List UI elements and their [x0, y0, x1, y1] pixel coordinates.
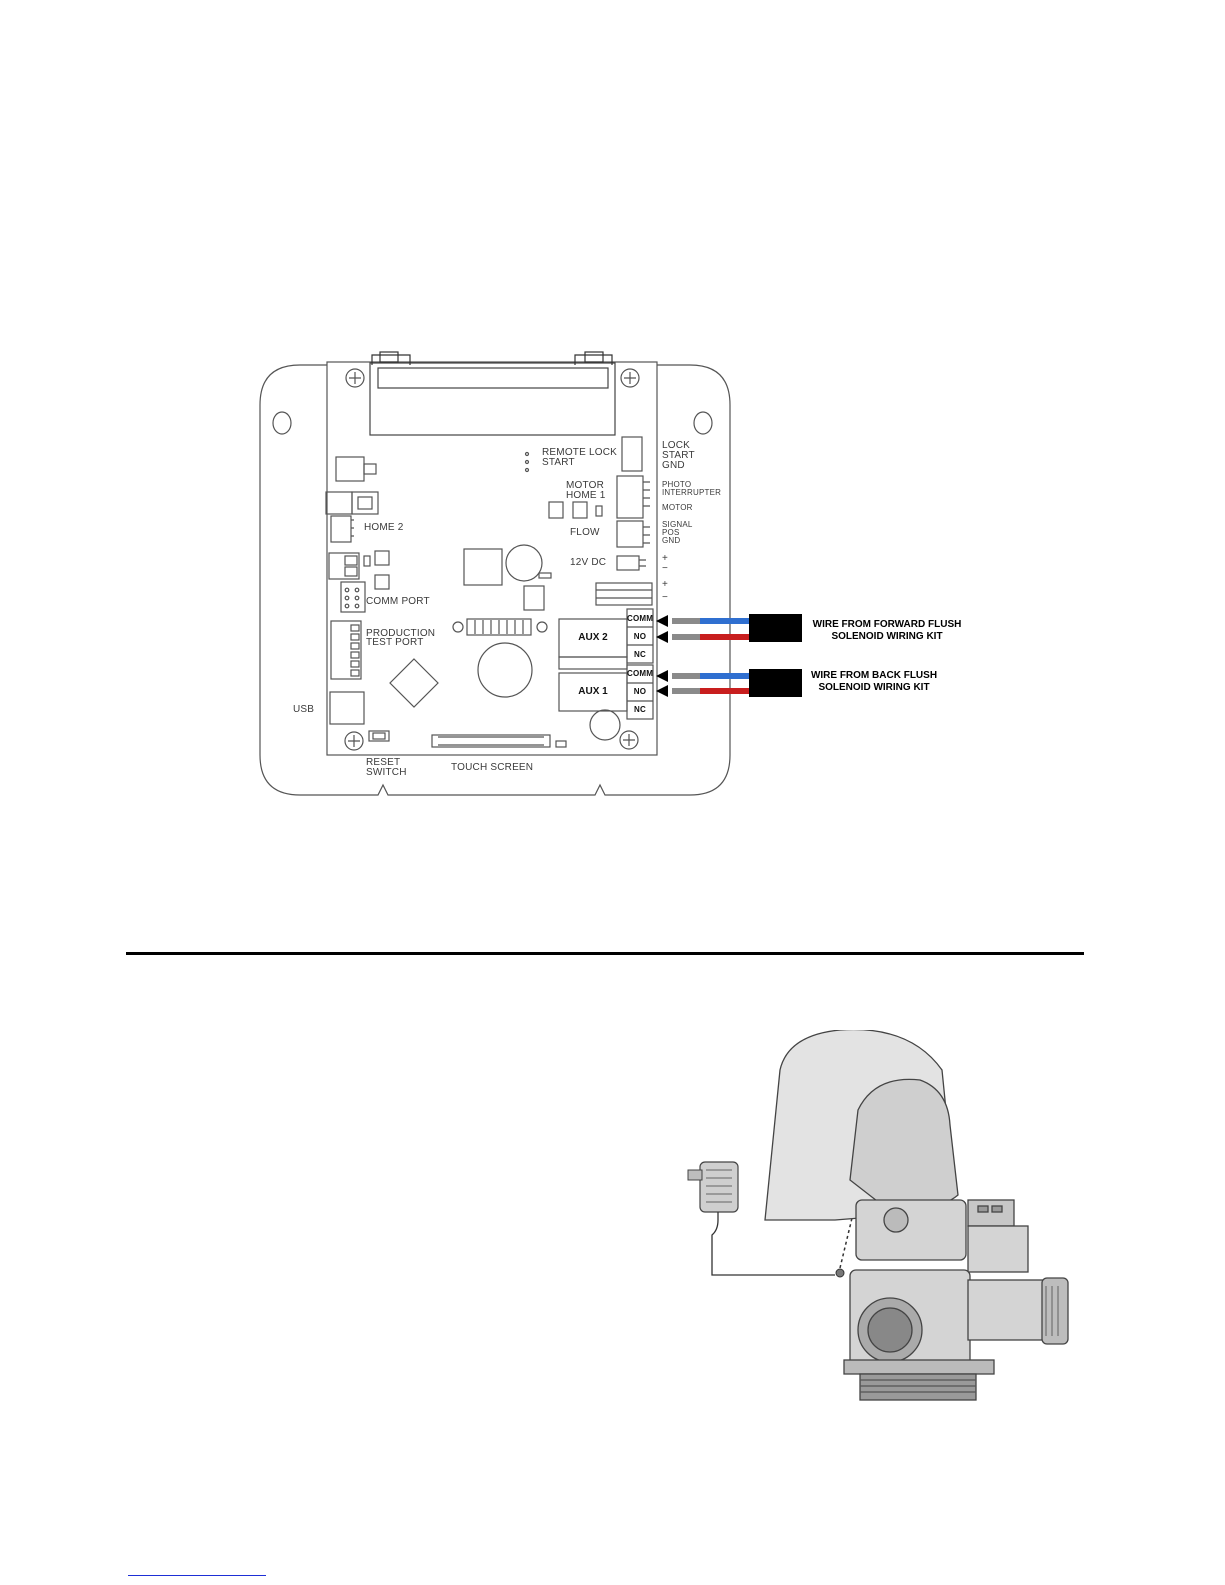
label-test-port: TEST PORT [366, 638, 424, 648]
label-home2: HOME 2 [364, 523, 404, 533]
label-comm-port: COMM PORT [366, 597, 430, 607]
valve-drawing [680, 1030, 1080, 1410]
label-minus-1: − [662, 564, 668, 574]
label-12v-dc: 12V DC [570, 558, 606, 568]
valve-body [844, 1200, 1068, 1400]
label-interrupter: INTERRUPTER [662, 489, 721, 497]
label-aux2: AUX 2 [559, 632, 627, 643]
label-usb: USB [293, 705, 314, 715]
terminal-nc-aux2: NC [627, 651, 653, 659]
back-flush-wires [672, 669, 802, 697]
label-minus-2: − [662, 593, 668, 603]
wiring-arrows [656, 615, 668, 697]
forward-flush-wires [672, 614, 802, 642]
board-drawing [0, 0, 1225, 820]
section-divider [126, 952, 1084, 955]
label-flow: FLOW [570, 528, 600, 538]
label-switch: SWITCH [366, 768, 407, 778]
circuit-board-diagram: REMOTE LOCK START LOCK START GND MOTOR H… [0, 0, 1225, 820]
label-plus-2: + [662, 580, 668, 590]
label-motor-right: MOTOR [662, 504, 693, 512]
valve-cover [765, 1030, 958, 1220]
label-gnd2: GND [662, 537, 680, 545]
terminal-nc-aux1: NC [627, 706, 653, 714]
callout-back-line1: WIRE FROM BACK FLUSH [806, 670, 942, 682]
label-gnd: GND [662, 461, 685, 471]
callout-forward-flush: WIRE FROM FORWARD FLUSH SOLENOID WIRING … [806, 619, 968, 643]
callout-forward-line1: WIRE FROM FORWARD FLUSH [806, 619, 968, 631]
label-aux1: AUX 1 [559, 686, 627, 697]
footer-link-underline [128, 1575, 266, 1576]
terminal-comm-aux2: COMM [627, 615, 653, 623]
callout-forward-line2: SOLENOID WIRING KIT [806, 631, 968, 643]
terminal-no-aux2: NO [627, 633, 653, 641]
label-touch-screen: TOUCH SCREEN [451, 763, 533, 773]
callout-back-flush: WIRE FROM BACK FLUSH SOLENOID WIRING KIT [806, 670, 942, 694]
label-start: START [542, 458, 575, 468]
callout-back-line2: SOLENOID WIRING KIT [806, 682, 942, 694]
terminal-comm-aux1: COMM [627, 670, 653, 678]
label-home1: HOME 1 [566, 491, 606, 501]
terminal-no-aux1: NO [627, 688, 653, 696]
valve-illustration [680, 1030, 1080, 1410]
